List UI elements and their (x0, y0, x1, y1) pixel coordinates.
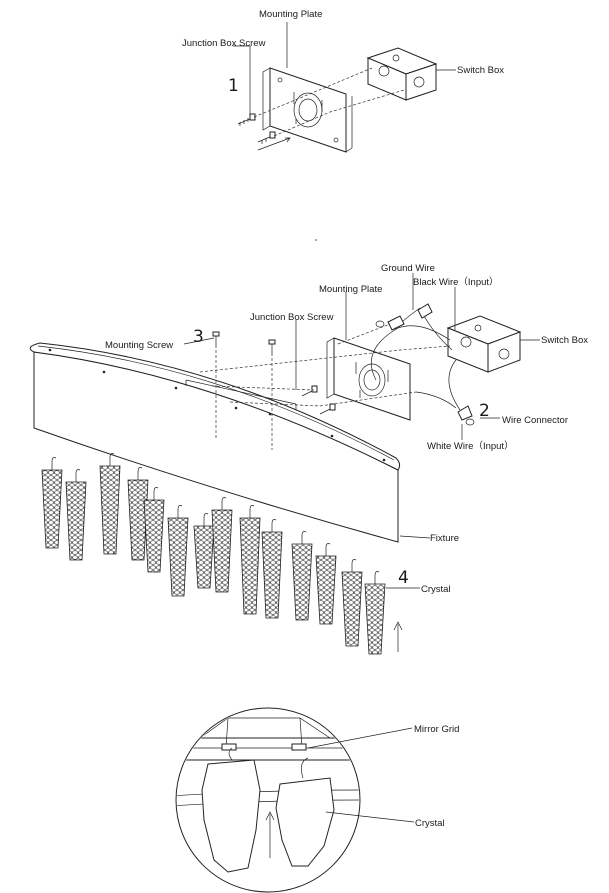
mounting-plate-1 (262, 67, 353, 153)
label-wire-connector: Wire Connector (502, 415, 568, 426)
label-fixture: Fixture (430, 533, 459, 544)
detail-group: Mirror Grid Crystal (175, 707, 459, 893)
label-ground-wire: Ground Wire (381, 263, 435, 274)
label-junction-box-screw-1: Junction Box Screw (182, 38, 266, 49)
step-number-2: 2 (479, 401, 490, 421)
crystal-strand (364, 571, 386, 655)
crystal-strand (315, 543, 337, 625)
label-crystal-2: Crystal (421, 584, 451, 595)
crystal-strand (261, 519, 283, 619)
crystal-strand (239, 505, 261, 615)
label-mounting-plate-2: Mounting Plate (319, 284, 382, 295)
speck (315, 239, 317, 241)
label-white-wire: White Wire（Input） (427, 440, 514, 452)
label-switch-box-1: Switch Box (457, 65, 504, 76)
step-number-4: 4 (398, 568, 409, 588)
crystal-strand (167, 505, 189, 597)
crystal-strand (65, 469, 87, 561)
crystal-strand (291, 531, 313, 621)
step-number-1: 1 (228, 76, 239, 96)
crystal-strand (193, 513, 215, 589)
fixture (29, 342, 401, 543)
junction-box-screws-1 (237, 113, 276, 144)
label-black-wire: Black Wire（Input） (413, 276, 499, 288)
crystal-strand (341, 559, 363, 647)
label-junction-box-screw-2: Junction Box Screw (250, 312, 334, 323)
crystal-strand (41, 457, 63, 549)
label-mounting-plate-1: Mounting Plate (259, 9, 322, 20)
label-mounting-screw: Mounting Screw (105, 340, 173, 351)
step-number-3: 3 (193, 327, 204, 347)
label-crystal-detail: Crystal (415, 818, 445, 829)
crystal-strands (41, 453, 386, 655)
switch-box-2 (446, 315, 522, 373)
step2-group: Ground Wire Black Wire（Input） Mounting P… (29, 263, 588, 655)
crystal-strand (143, 487, 165, 573)
crystal-strand (99, 453, 121, 555)
label-switch-box-2: Switch Box (541, 335, 588, 346)
switch-box-1 (366, 47, 438, 101)
screws-2 (212, 331, 336, 415)
mounting-plate-2 (326, 337, 411, 421)
step1-group: Mounting Plate Junction Box Screw Switch… (182, 9, 504, 153)
crystal-strand (211, 497, 233, 593)
crystal-strand (127, 467, 149, 561)
label-mirror-grid: Mirror Grid (414, 724, 459, 735)
wire-connectors (375, 303, 475, 426)
